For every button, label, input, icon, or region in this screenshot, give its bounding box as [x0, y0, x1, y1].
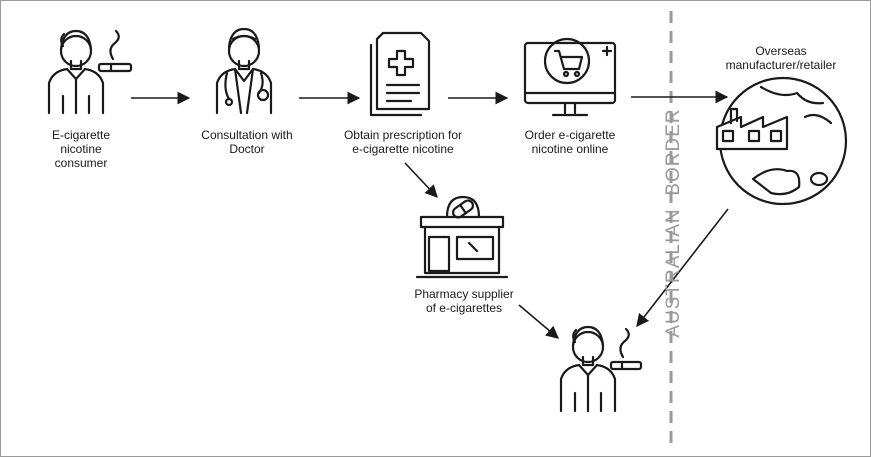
arrow-pharmacy-consumer: [518, 304, 559, 339]
consumer-vaper-icon: [47, 29, 133, 115]
online-order-icon: [523, 37, 617, 117]
border-label-australian: AUSTRALIAN: [663, 208, 684, 338]
arrow-prescription-pharmacy: [404, 162, 438, 198]
border-label-border: BORDER: [663, 108, 684, 196]
globe-factory-icon: [715, 76, 848, 206]
prescription-icon: [369, 31, 431, 117]
consumer-receiver-icon: [559, 325, 643, 413]
arrow-overseas-consumer: [636, 208, 729, 328]
pharmacy-icon: [415, 195, 509, 279]
doctor-icon: [215, 27, 273, 115]
